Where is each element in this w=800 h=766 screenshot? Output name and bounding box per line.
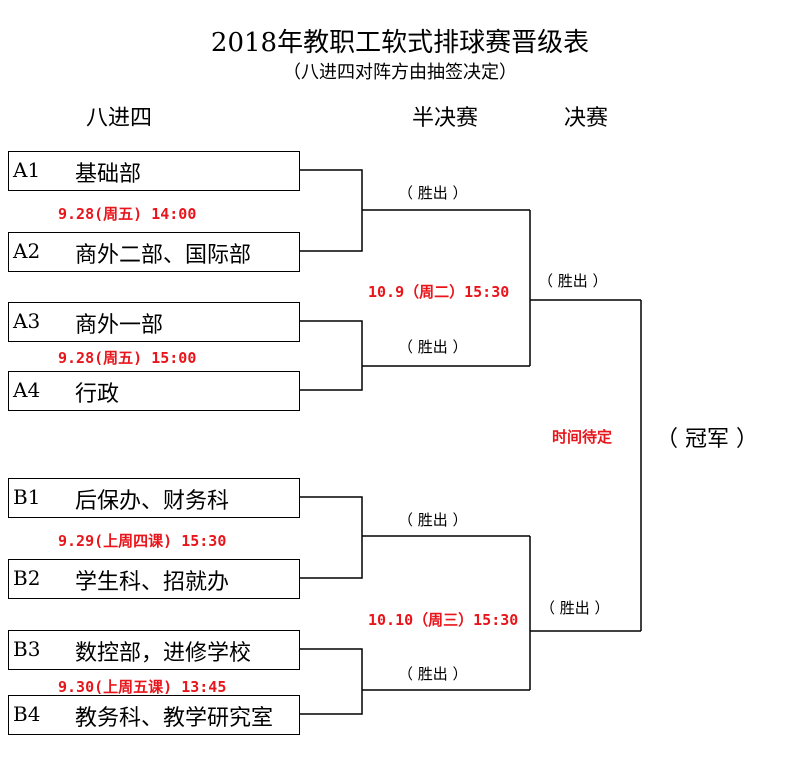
team-code: A4 <box>13 378 41 402</box>
round-header-semifinal: 半决赛 <box>412 106 479 131</box>
schedule-qf1: 9.28(周五) 14:00 <box>58 205 197 223</box>
schedule-qf4: 9.30(上周五课) 13:45 <box>58 678 227 696</box>
team-code: A3 <box>13 309 41 333</box>
champion-slot: （ 冠军 ） <box>656 427 758 452</box>
team-box-a1: A1 基础部 <box>8 151 300 191</box>
winner-slot-sf2: （ 胜出 ） <box>540 599 610 617</box>
page-subtitle: （八进四对阵方由抽签决定） <box>283 62 517 83</box>
bracket-connector-sf2 <box>529 536 641 690</box>
team-box-b4: B4 教务科、教学研究室 <box>8 695 300 735</box>
team-code: A2 <box>13 239 41 263</box>
schedule-final: 时间待定 <box>552 428 613 446</box>
schedule-qf2: 9.28(周五) 15:00 <box>58 349 197 367</box>
team-name: 商外二部、国际部 <box>75 243 252 268</box>
bracket-connector-qf4 <box>300 648 530 715</box>
bracket-connector-qf2 <box>300 320 530 391</box>
team-code: B1 <box>13 485 41 509</box>
page-title: 2018年教职工软式排球赛晋级表 <box>210 28 590 58</box>
bracket-connector-qf3 <box>300 496 530 579</box>
schedule-qf3: 9.29(上周四课) 15:30 <box>58 532 227 550</box>
team-name: 学生科、招就办 <box>75 570 230 595</box>
team-name: 商外一部 <box>75 313 164 338</box>
round-header-quarterfinal: 八进四 <box>86 106 153 131</box>
team-name: 后保办、财务科 <box>75 489 230 514</box>
team-box-a2: A2 商外二部、国际部 <box>8 232 300 272</box>
team-code: B4 <box>13 702 41 726</box>
winner-slot-qf1: （ 胜出 ） <box>398 184 468 202</box>
team-code: B2 <box>13 566 41 590</box>
winner-slot-sf1: （ 胜出 ） <box>538 272 608 290</box>
schedule-sf1: 10.9（周二）15:30 <box>368 283 510 301</box>
team-code: B3 <box>13 637 41 661</box>
schedule-sf2: 10.10（周三）15:30 <box>368 611 519 629</box>
team-name: 基础部 <box>75 162 142 187</box>
team-name: 数控部，进修学校 <box>75 641 252 666</box>
team-name: 教务科、教学研究室 <box>75 706 274 731</box>
team-name: 行政 <box>75 382 120 407</box>
team-box-b3: B3 数控部，进修学校 <box>8 630 300 670</box>
winner-slot-qf2: （ 胜出 ） <box>398 338 468 356</box>
team-box-a3: A3 商外一部 <box>8 302 300 342</box>
team-code: A1 <box>13 158 41 182</box>
team-box-b2: B2 学生科、招就办 <box>8 559 300 599</box>
winner-slot-qf4: （ 胜出 ） <box>398 665 468 683</box>
round-header-final: 决赛 <box>564 106 609 131</box>
bracket-connector-sf1 <box>529 210 641 366</box>
winner-slot-qf3: （ 胜出 ） <box>398 511 468 529</box>
bracket-connector-qf1 <box>300 169 530 252</box>
team-box-b1: B1 后保办、财务科 <box>8 478 300 518</box>
team-box-a4: A4 行政 <box>8 371 300 411</box>
